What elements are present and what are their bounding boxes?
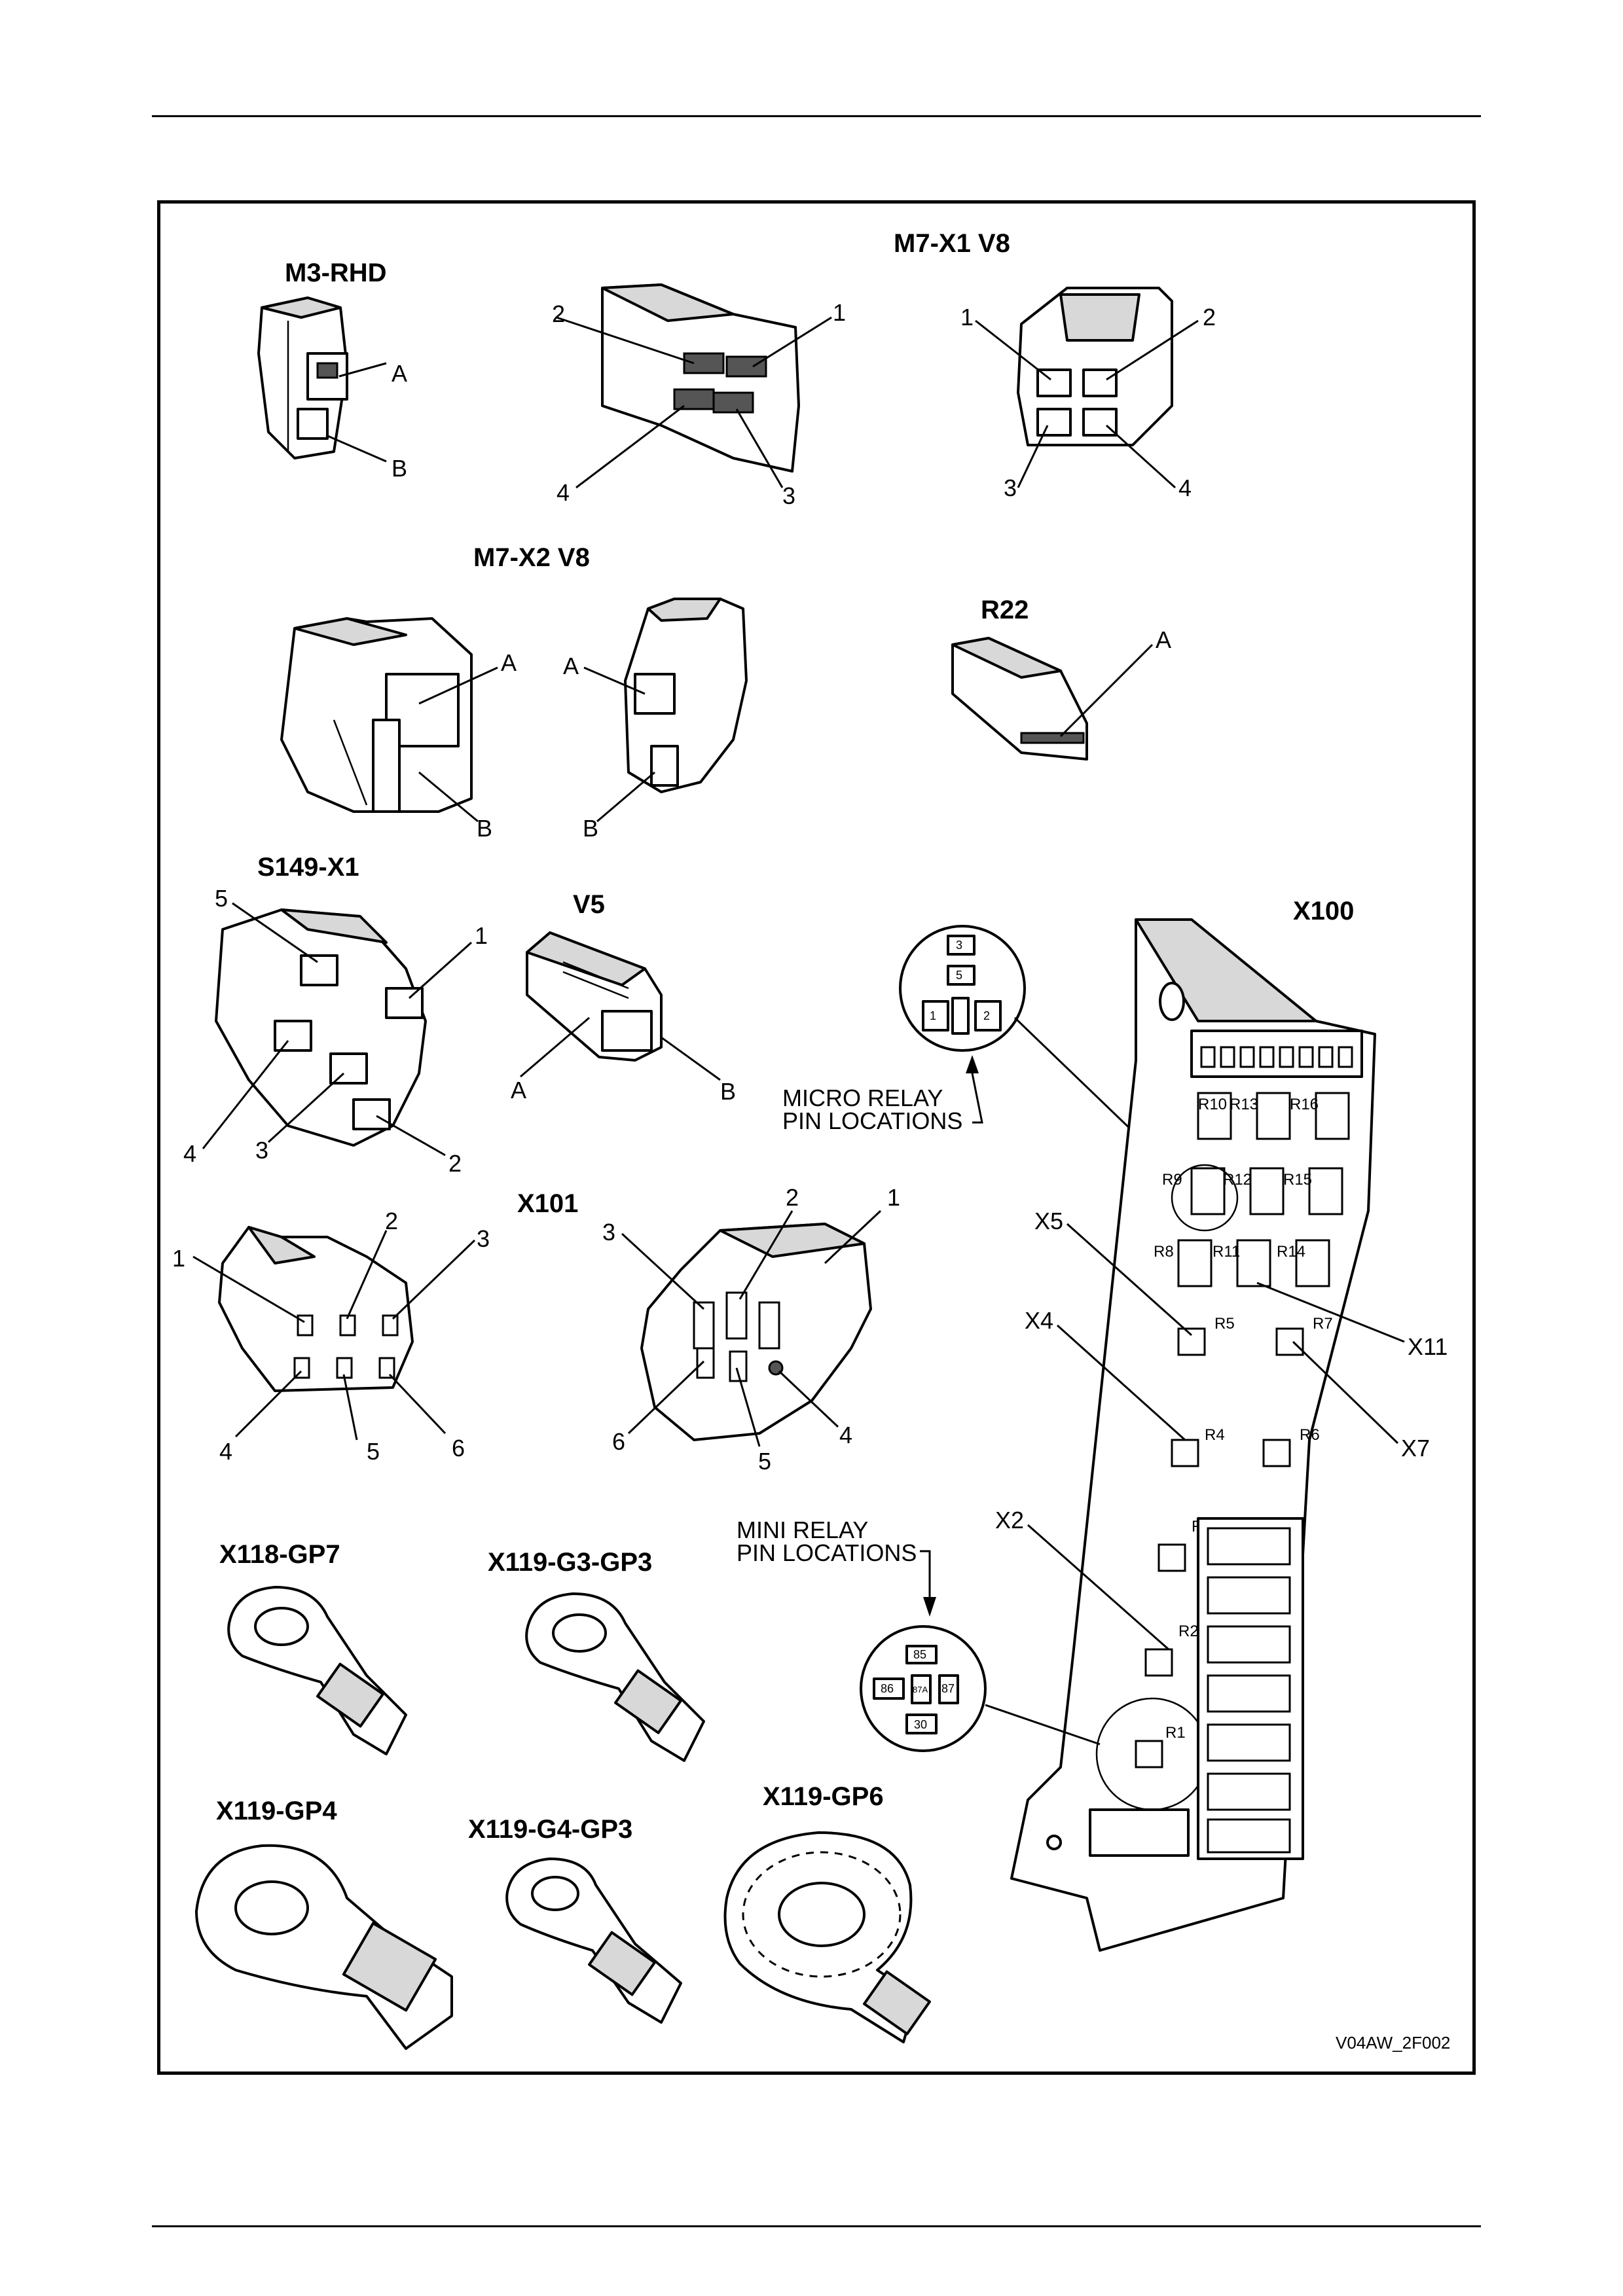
label-x101-right-5: 5 (758, 1448, 771, 1475)
mini-pin-86: 86 (881, 1682, 894, 1695)
label-x101-left-4: 4 (219, 1438, 232, 1465)
label-m7x1-left-2: 2 (552, 300, 565, 327)
connector-x101: X101 1 2 3 4 5 6 3 2 (172, 1184, 900, 1475)
label-s149-2: 2 (448, 1150, 462, 1177)
title-r22: R22 (981, 596, 1029, 624)
title-x118-gp7: X118-GP7 (219, 1540, 340, 1569)
relay-r6: R6 (1300, 1426, 1320, 1444)
label-x101-left-2: 2 (385, 1208, 398, 1234)
micro-relay-pin-diagram: 3 5 1 2 MICRO RELAY PIN LOCATIONS (782, 925, 1190, 1186)
label-x101-right-1: 1 (887, 1184, 900, 1211)
mini-pin-85: 85 (913, 1648, 926, 1661)
label-x101-right-4: 4 (839, 1422, 852, 1448)
callout-x2: X2 (995, 1507, 1024, 1534)
label-m3-b: B (392, 455, 407, 482)
terminal-x119-g4-gp3: X119-G4-GP3 (468, 1815, 682, 2024)
label-m7x2-left-a: A (501, 649, 517, 676)
title-m7-x2-v8: M7-X2 V8 (473, 543, 590, 572)
relay-r4: R4 (1205, 1426, 1225, 1444)
mini-pin-30: 30 (914, 1718, 927, 1731)
terminal-x119-g3-gp3: X119-G3-GP3 (488, 1548, 705, 1762)
label-m7x1-right-4: 4 (1178, 475, 1192, 501)
title-s149-x1: S149-X1 (257, 853, 359, 882)
label-m7x1-right-3: 3 (1004, 475, 1017, 501)
callout-x11: X11 (1408, 1333, 1448, 1360)
label-m3-a: A (392, 360, 407, 387)
relay-r14: R14 (1277, 1243, 1305, 1261)
label-x101-right-2: 2 (786, 1184, 799, 1211)
label-s149-3: 3 (255, 1137, 268, 1164)
header-rule (152, 115, 1481, 117)
title-x100: X100 (1293, 897, 1354, 925)
label-m7x2-right-b: B (583, 815, 598, 842)
relay-r15: R15 (1283, 1171, 1312, 1189)
relay-r7: R7 (1313, 1315, 1333, 1333)
terminal-x119-gp6: X119-GP6 (723, 1782, 931, 2043)
relay-r1: R1 (1165, 1724, 1186, 1742)
mini-pin-87a: 87A (913, 1685, 928, 1695)
label-s149-4: 4 (183, 1140, 196, 1167)
label-x101-left-1: 1 (172, 1245, 185, 1272)
diagram-frame (157, 200, 1476, 2075)
relay-r2: R2 (1178, 1623, 1199, 1640)
callout-x5: X5 (1034, 1208, 1063, 1234)
title-x119-gp6: X119-GP6 (763, 1782, 884, 1811)
label-x101-right-6: 6 (612, 1428, 625, 1455)
relay-r9: R9 (1162, 1171, 1182, 1189)
mini-relay-note-line2: PIN LOCATIONS (737, 1539, 917, 1566)
micro-pin-5: 5 (956, 969, 962, 982)
title-m3-rhd: M3-RHD (285, 259, 387, 287)
label-x101-left-6: 6 (452, 1435, 465, 1462)
footer-rule (152, 2225, 1481, 2227)
label-r22-a: A (1156, 626, 1171, 653)
connector-m3-rhd: M3-RHD A B (257, 259, 407, 482)
label-m7x1-left-1: 1 (833, 299, 846, 326)
relay-r13: R13 (1230, 1096, 1258, 1113)
label-m7x1-left-4: 4 (556, 479, 570, 506)
relay-r11: R11 (1213, 1243, 1240, 1261)
label-m7x1-right-1: 1 (960, 304, 974, 331)
relay-r5: R5 (1214, 1315, 1235, 1333)
callout-x4: X4 (1025, 1307, 1053, 1334)
label-m7x2-right-a: A (563, 653, 579, 679)
label-m7x1-right-2: 2 (1203, 304, 1216, 331)
relay-r16: R16 (1290, 1096, 1319, 1113)
diagram-reference: V04AW_2F002 (1336, 2033, 1450, 2053)
callout-x7: X7 (1401, 1435, 1430, 1462)
label-s149-5: 5 (215, 885, 228, 912)
title-x119-g4-gp3: X119-G4-GP3 (468, 1815, 632, 1844)
micro-pin-1: 1 (930, 1009, 936, 1022)
relay-r10: R10 (1198, 1096, 1227, 1113)
label-x101-left-5: 5 (367, 1438, 380, 1465)
mini-relay-note-line1: MINI RELAY (737, 1516, 868, 1543)
connector-v5: V5 A B (511, 890, 736, 1105)
fuse-box-x100: X100 R10 R13 R16 R9 R12 R15 R8 R11 R14 (995, 897, 1448, 1952)
title-x119-g3-gp3: X119-G3-GP3 (488, 1548, 652, 1577)
micro-pin-2: 2 (983, 1009, 990, 1022)
label-v5-a: A (511, 1077, 526, 1103)
label-m7x2-left-b: B (477, 815, 492, 842)
title-x101: X101 (517, 1189, 578, 1218)
title-m7-x1-v8: M7-X1 V8 (894, 229, 1010, 258)
mini-relay-pin-diagram: MINI RELAY PIN LOCATIONS 85 86 87A 87 30 (737, 1516, 1101, 1752)
connector-r22: R22 A (951, 596, 1171, 761)
relay-r8: R8 (1154, 1243, 1174, 1261)
label-v5-b: B (720, 1078, 736, 1105)
label-x101-left-3: 3 (477, 1225, 490, 1252)
label-x101-right-3: 3 (602, 1219, 615, 1246)
terminal-x119-gp4: X119-GP4 (195, 1797, 453, 2050)
title-v5: V5 (573, 890, 605, 919)
micro-relay-note-line1: MICRO RELAY (782, 1085, 943, 1111)
mini-pin-87: 87 (941, 1682, 955, 1695)
micro-relay-note-line2: PIN LOCATIONS (782, 1107, 962, 1134)
micro-pin-3: 3 (956, 939, 962, 952)
connector-m7-x2-v8: M7-X2 V8 A B A B (280, 543, 748, 842)
connector-m7-x1-v8: M7-X1 V8 2 1 4 3 1 2 3 4 (552, 229, 1216, 509)
terminal-x118-gp7: X118-GP7 (219, 1540, 407, 1755)
title-x119-gp4: X119-GP4 (216, 1797, 337, 1825)
label-s149-1: 1 (475, 922, 488, 949)
connector-s149-x1: S149-X1 5 1 4 3 2 (183, 853, 488, 1177)
label-m7x1-left-3: 3 (782, 482, 795, 509)
